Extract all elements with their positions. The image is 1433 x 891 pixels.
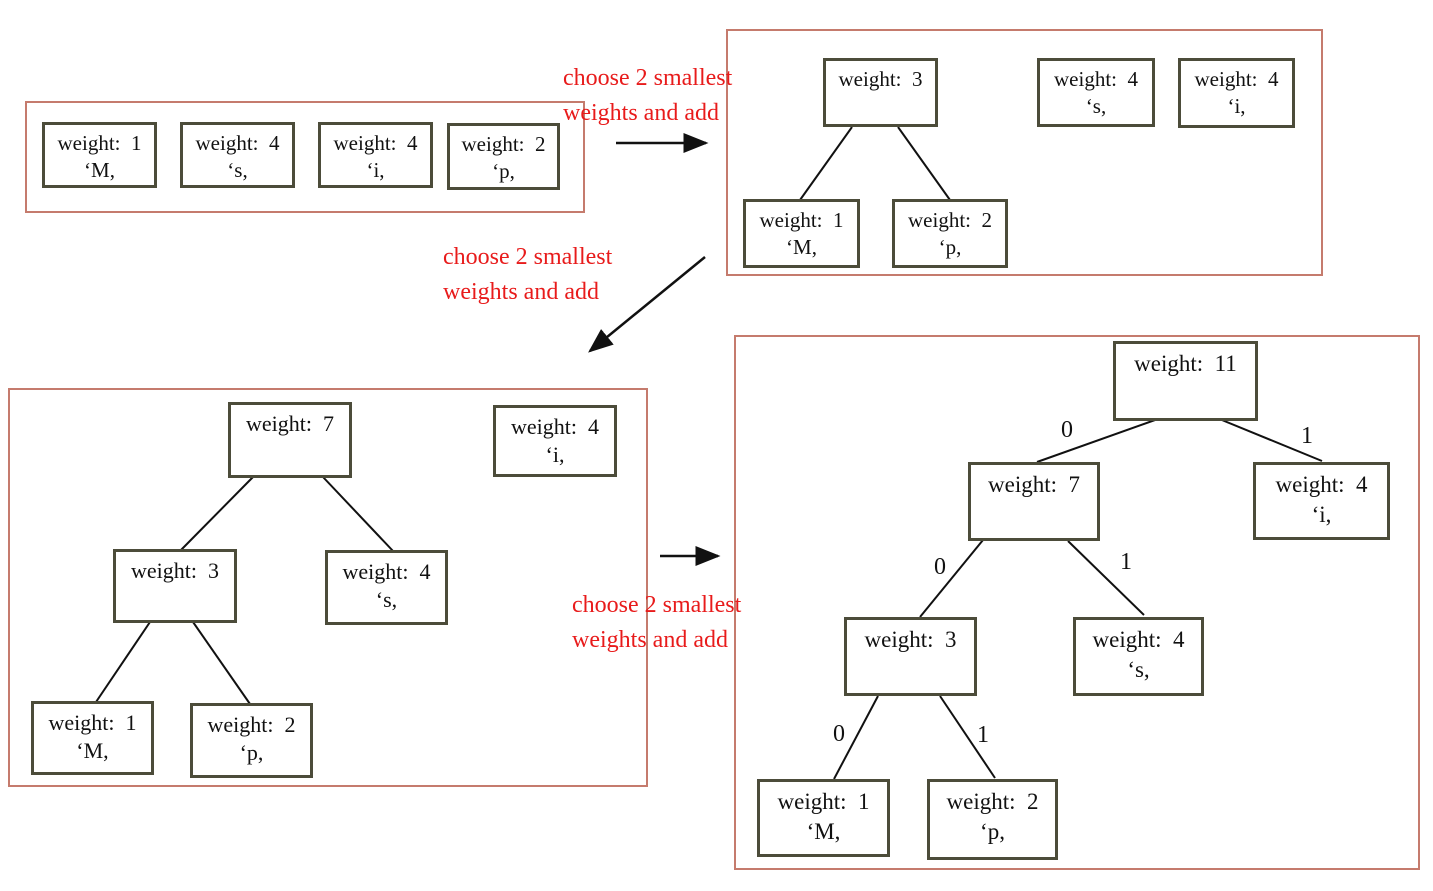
node-weight4-i: weight: 4 ‘i, xyxy=(493,405,617,477)
edge-bit-root-left: 0 xyxy=(1061,417,1073,443)
edge-line xyxy=(939,695,996,779)
node-weight-label: weight: 3 xyxy=(838,67,923,91)
edge-line xyxy=(1067,540,1145,616)
node-weight-label: weight: 4 xyxy=(333,131,418,155)
node-char-label: ‘M, xyxy=(76,738,109,763)
node-weight4-s: weight: 4 ‘s, xyxy=(1037,58,1155,127)
node-char-label: ‘M, xyxy=(806,819,841,844)
caption-line: choose 2 smallest xyxy=(572,592,742,618)
edge-bit-n7-left: 0 xyxy=(934,554,946,580)
node-weight-label: weight: 4 xyxy=(1275,472,1368,497)
node-weight-label: weight: 2 xyxy=(461,132,546,156)
node-weight-label: weight: 3 xyxy=(131,558,219,583)
edge-line xyxy=(897,126,951,201)
node-weight7-internal: weight: 7 xyxy=(968,462,1100,541)
node-char-label: ‘s, xyxy=(1127,657,1150,682)
node-weight-label: weight: 1 xyxy=(759,208,844,232)
panel-step2-forest xyxy=(8,388,648,787)
node-char-label: ‘p, xyxy=(239,740,264,765)
node-weight-label: weight: 4 xyxy=(1092,627,1185,652)
node-char-label: ‘p, xyxy=(938,235,962,259)
node-char-label: ‘s, xyxy=(227,158,248,182)
node-weight-label: weight: 1 xyxy=(48,710,137,735)
node-char-label: ‘i, xyxy=(1227,94,1246,118)
node-char-label: ‘M, xyxy=(84,158,115,182)
node-weight-label: weight: 4 xyxy=(511,414,599,439)
caption-step1: choose 2 smallest weights and add xyxy=(563,61,732,131)
node-weight3-internal: weight: 3 xyxy=(823,58,938,127)
node-weight-label: weight: 7 xyxy=(246,411,334,436)
arrow-step2 xyxy=(588,256,706,353)
node-weight2-p: weight: 2 ‘p, xyxy=(447,123,560,190)
edge-line xyxy=(1216,417,1323,462)
node-weight4-s: weight: 4 ‘s, xyxy=(180,122,295,188)
caption-line: weights and add xyxy=(563,100,719,126)
node-weight-label: weight: 4 xyxy=(1054,67,1138,91)
node-weight-label: weight: 2 xyxy=(908,208,992,232)
node-char-label: ‘i, xyxy=(545,442,565,467)
caption-step3: choose 2 smallest weights and add xyxy=(572,588,741,658)
node-weight4-s: weight: 4 ‘s, xyxy=(1073,617,1204,696)
caption-line: weights and add xyxy=(572,627,728,653)
node-char-label: ‘i, xyxy=(366,158,385,182)
edge-line xyxy=(180,476,254,551)
node-weight4-i: weight: 4 ‘i, xyxy=(1178,58,1295,128)
caption-line: weights and add xyxy=(443,279,599,305)
node-weight1-M: weight: 1 ‘M, xyxy=(31,701,154,775)
node-weight3-internal: weight: 3 xyxy=(113,549,237,623)
edge-line xyxy=(1036,419,1156,463)
edge-line xyxy=(919,539,984,618)
node-weight-label: weight: 4 xyxy=(342,559,431,584)
node-weight1-M: weight: 1 ‘M, xyxy=(743,199,860,268)
edge-line xyxy=(95,621,151,703)
edge-line xyxy=(322,476,394,552)
node-weight-label: weight: 1 xyxy=(777,789,870,814)
node-weight4-s: weight: 4 ‘s, xyxy=(325,550,448,625)
node-weight11-root: weight: 11 xyxy=(1113,341,1258,421)
panel-initial-forest xyxy=(25,101,585,213)
edge-bit-root-right: 1 xyxy=(1301,423,1313,449)
node-char-label: ‘i, xyxy=(1311,502,1332,527)
node-weight1-M: weight: 1 ‘M, xyxy=(757,779,890,857)
node-weight2-p: weight: 2 ‘p, xyxy=(190,703,313,778)
edge-line xyxy=(799,126,853,201)
caption-step2: choose 2 smallest weights and add xyxy=(443,240,612,310)
caption-line: choose 2 smallest xyxy=(443,244,613,270)
panel-step1-forest xyxy=(726,29,1323,276)
node-weight-label: weight: 4 xyxy=(195,131,280,155)
edge-line xyxy=(192,621,251,705)
node-weight4-i: weight: 4 ‘i, xyxy=(318,122,433,188)
edge-bit-n3-left: 0 xyxy=(833,721,845,747)
caption-line: choose 2 smallest xyxy=(563,65,733,91)
node-weight3-internal: weight: 3 xyxy=(844,617,977,696)
node-weight-label: weight: 2 xyxy=(946,789,1039,814)
node-weight2-p: weight: 2 ‘p, xyxy=(892,199,1008,268)
node-char-label: ‘M, xyxy=(786,235,817,259)
edge-bit-n3-right: 1 xyxy=(977,722,989,748)
node-weight-label: weight: 2 xyxy=(207,712,296,737)
edge-bit-n7-right: 1 xyxy=(1120,549,1132,575)
node-char-label: ‘s, xyxy=(375,587,398,612)
node-weight4-i: weight: 4 ‘i, xyxy=(1253,462,1390,540)
node-weight2-p: weight: 2 ‘p, xyxy=(927,779,1058,860)
node-char-label: ‘p, xyxy=(492,159,515,183)
edge-line xyxy=(833,695,879,780)
node-weight-label: weight: 3 xyxy=(864,627,957,652)
node-weight7-internal: weight: 7 xyxy=(228,402,352,478)
node-weight-label: weight: 1 xyxy=(57,131,142,155)
node-weight-label: weight: 4 xyxy=(1194,67,1279,91)
node-weight-label: weight: 11 xyxy=(1134,351,1237,376)
node-char-label: ‘p, xyxy=(980,819,1005,844)
node-weight-label: weight: 7 xyxy=(988,472,1080,497)
panel-final-tree xyxy=(734,335,1420,870)
node-char-label: ‘s, xyxy=(1085,94,1107,118)
node-weight1-M: weight: 1 ‘M, xyxy=(42,122,157,188)
